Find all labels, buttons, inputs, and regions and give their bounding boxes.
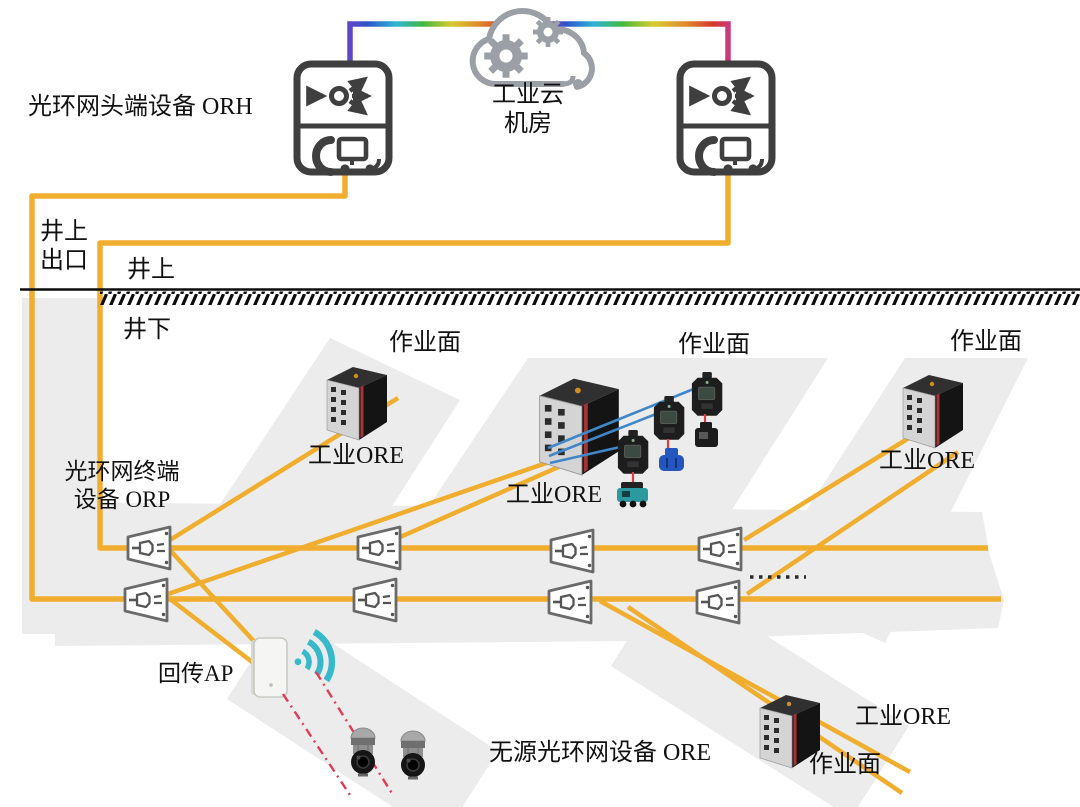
cloud-label-line1: 工业云: [492, 82, 564, 108]
industrial-ore-label-2: 工业ORE: [506, 482, 602, 508]
cloud-label: 工业云 机房: [458, 81, 598, 140]
fiber-drop-ap-b: [168, 597, 262, 670]
workface-label-1: 作业面: [389, 330, 461, 356]
orh-device-left-icon: [297, 64, 389, 174]
fiber-drop-workface2-a: [167, 459, 550, 597]
industrial-ore-label-3: 工业ORE: [879, 448, 975, 474]
underground-label: 井下: [123, 317, 171, 343]
surface-separator: [20, 288, 1080, 305]
fiber-drop-workface4-a: [598, 599, 912, 774]
orp-label-line2: 设备 ORP: [73, 487, 171, 513]
sensor-peripheral-blue-icon: [659, 448, 684, 471]
shaft-exit-line2: 出口: [40, 248, 88, 275]
gear-icon: [533, 17, 563, 47]
fiber-drop-ap-a: [166, 546, 264, 652]
shaft-exit-line1: 井上: [40, 219, 88, 245]
ap-branch-band: [227, 611, 498, 807]
workface-label-4: 作业面: [809, 752, 881, 778]
orh-device-right-icon: [680, 64, 772, 174]
fiber-drop-workface4-b: [626, 605, 904, 795]
industrial-ore-label-4: 工业ORE: [855, 704, 951, 730]
backhaul-ap-label: 回传AP: [158, 661, 234, 686]
passive-ore-label: 无源光环网设备 ORE: [489, 740, 711, 766]
backhaul-ap-icon: [251, 637, 288, 698]
surface-label: 井上: [127, 257, 175, 283]
industrial-cloud-icon: [469, 7, 595, 90]
orp-label-line1: 光环网终端: [64, 459, 180, 484]
wifi-signal-icon: [294, 629, 336, 683]
workface1-band: [170, 338, 460, 650]
ptz-camera-icon: [400, 730, 426, 780]
cloud-label-line2: 机房: [504, 111, 552, 138]
workface-label-2: 作业面: [678, 332, 750, 358]
workface-label-3: 作业面: [950, 329, 1022, 355]
orp-device-label: 光环网终端 设备 ORP: [48, 458, 196, 514]
sensor-peripheral-black-icon: [695, 422, 718, 447]
orh-device-label: 光环网头端设备 ORH: [28, 94, 253, 120]
ptz-camera-icon: [350, 727, 376, 777]
fiber-drop-workface3-b: [745, 450, 960, 596]
shaft-exit-label: 井上 出口: [40, 218, 88, 277]
industrial-ore-label-1: 工业ORE: [308, 443, 404, 469]
fiber-drop-workface3-a: [742, 418, 940, 542]
sensor-peripheral-robot-icon: [617, 482, 648, 508]
wireless-links: [282, 671, 395, 796]
gear-icon: [484, 34, 528, 78]
